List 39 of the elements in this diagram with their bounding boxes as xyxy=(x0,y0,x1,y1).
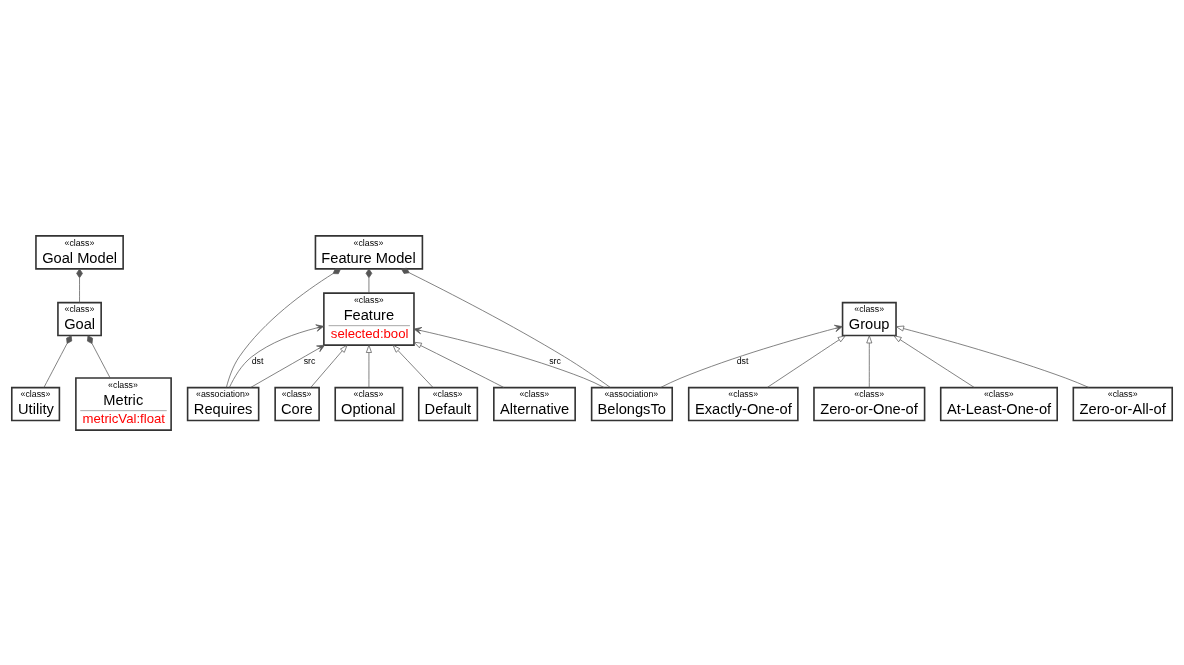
node-box: «class» Alternative xyxy=(493,386,576,421)
arrow xyxy=(229,323,324,388)
edge-label: dst xyxy=(251,355,264,366)
node-box: «association» BelongsTo xyxy=(590,386,674,421)
arrow xyxy=(660,324,843,388)
connector xyxy=(76,268,83,303)
arrow xyxy=(893,334,975,388)
arrow xyxy=(392,344,434,388)
edge-label: src xyxy=(303,355,316,366)
arrow xyxy=(310,344,348,388)
node-box: «association» Requires xyxy=(186,386,260,421)
connector xyxy=(87,334,111,378)
arrow xyxy=(766,334,846,388)
node-box: «class» Zero-or-One-of xyxy=(813,386,926,421)
connector xyxy=(43,334,73,388)
node-box: «class» Core xyxy=(274,386,320,421)
edge-label: dst xyxy=(736,355,749,366)
node-box: «class» Zero-or-All-of xyxy=(1072,386,1174,421)
connector xyxy=(401,267,611,388)
node-box: «class» Utility xyxy=(10,386,61,421)
node-box: «class» Metric metricVal:float xyxy=(75,376,172,431)
arrow xyxy=(413,341,505,388)
connector xyxy=(226,267,341,388)
arrow xyxy=(895,325,1090,388)
node-box: «class» At-Least-One-of xyxy=(939,386,1058,421)
node-box: «class» Group xyxy=(841,301,897,336)
arrow xyxy=(866,334,873,388)
arrow xyxy=(250,344,325,388)
node-box: «class» Feature selected:bool xyxy=(323,291,415,346)
node-box: «class» Feature Model xyxy=(314,234,424,270)
edge-label: src xyxy=(549,355,561,366)
node-box: «class» Goal xyxy=(57,301,102,336)
arrow xyxy=(366,344,372,388)
node-box: «class» Optional xyxy=(334,386,404,421)
node-box: «class» Exactly-One-of xyxy=(687,386,799,421)
arrow xyxy=(413,326,605,388)
node-box: «class» Default xyxy=(417,386,479,421)
connector xyxy=(365,268,373,293)
node-box: «class» Goal Model xyxy=(35,234,124,270)
